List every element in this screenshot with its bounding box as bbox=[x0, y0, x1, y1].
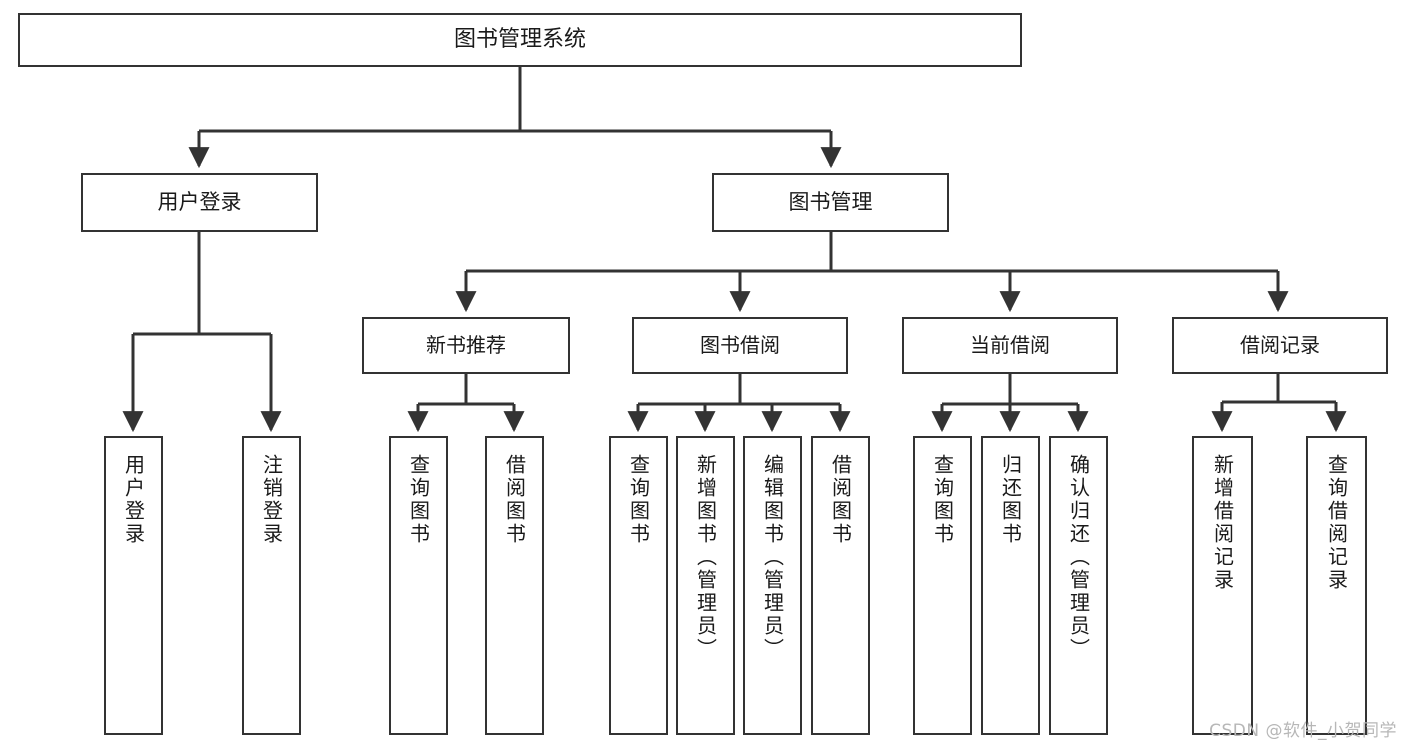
leaf-user-login-0-label: 用户登录 bbox=[121, 454, 146, 546]
leaf-book-borrow-0[interactable]: 查询图书 bbox=[609, 436, 668, 735]
node-book-borrow-label: 图书借阅 bbox=[700, 333, 780, 358]
node-borrow-record-label: 借阅记录 bbox=[1240, 333, 1320, 358]
node-root-label: 图书管理系统 bbox=[453, 26, 586, 52]
leaf-book-borrow-1[interactable]: 新增图书（管理员） bbox=[676, 436, 735, 735]
leaf-book-borrow-3[interactable]: 借阅图书 bbox=[811, 436, 870, 735]
node-book-manage-label: 图书管理 bbox=[788, 189, 873, 214]
node-new-book-recommend[interactable]: 新书推荐 bbox=[362, 317, 570, 374]
leaf-book-borrow-2-label: 编辑图书（管理员） bbox=[760, 454, 785, 661]
node-book-manage[interactable]: 图书管理 bbox=[712, 173, 949, 232]
leaf-current-borrow-1[interactable]: 归还图书 bbox=[981, 436, 1040, 735]
leaf-new-book-1[interactable]: 借阅图书 bbox=[485, 436, 544, 735]
node-current-borrow[interactable]: 当前借阅 bbox=[902, 317, 1118, 374]
node-current-borrow-label: 当前借阅 bbox=[970, 333, 1050, 358]
leaf-current-borrow-2-label: 确认归还（管理员） bbox=[1066, 454, 1091, 661]
node-new-book-recommend-label: 新书推荐 bbox=[426, 333, 506, 358]
leaf-user-login-1[interactable]: 注销登录 bbox=[242, 436, 301, 735]
node-borrow-record[interactable]: 借阅记录 bbox=[1172, 317, 1388, 374]
leaf-borrow-record-0-label: 新增借阅记录 bbox=[1210, 454, 1235, 592]
leaf-new-book-1-label: 借阅图书 bbox=[502, 454, 527, 546]
leaf-borrow-record-1[interactable]: 查询借阅记录 bbox=[1306, 436, 1367, 735]
leaf-user-login-1-label: 注销登录 bbox=[259, 454, 284, 546]
node-user-login-label: 用户登录 bbox=[157, 189, 242, 214]
node-root[interactable]: 图书管理系统 bbox=[18, 13, 1022, 67]
leaf-book-borrow-1-label: 新增图书（管理员） bbox=[693, 454, 718, 661]
leaf-current-borrow-2[interactable]: 确认归还（管理员） bbox=[1049, 436, 1108, 735]
leaf-current-borrow-0-label: 查询图书 bbox=[930, 454, 955, 546]
leaf-book-borrow-0-label: 查询图书 bbox=[626, 454, 651, 546]
leaf-borrow-record-0[interactable]: 新增借阅记录 bbox=[1192, 436, 1253, 735]
leaf-current-borrow-0[interactable]: 查询图书 bbox=[913, 436, 972, 735]
node-book-borrow[interactable]: 图书借阅 bbox=[632, 317, 848, 374]
leaf-borrow-record-1-label: 查询借阅记录 bbox=[1324, 454, 1349, 592]
leaf-user-login-0[interactable]: 用户登录 bbox=[104, 436, 163, 735]
leaf-current-borrow-1-label: 归还图书 bbox=[998, 454, 1023, 546]
leaf-book-borrow-3-label: 借阅图书 bbox=[828, 454, 853, 546]
node-user-login[interactable]: 用户登录 bbox=[81, 173, 318, 232]
leaf-new-book-0-label: 查询图书 bbox=[406, 454, 431, 546]
leaf-new-book-0[interactable]: 查询图书 bbox=[389, 436, 448, 735]
leaf-book-borrow-2[interactable]: 编辑图书（管理员） bbox=[743, 436, 802, 735]
